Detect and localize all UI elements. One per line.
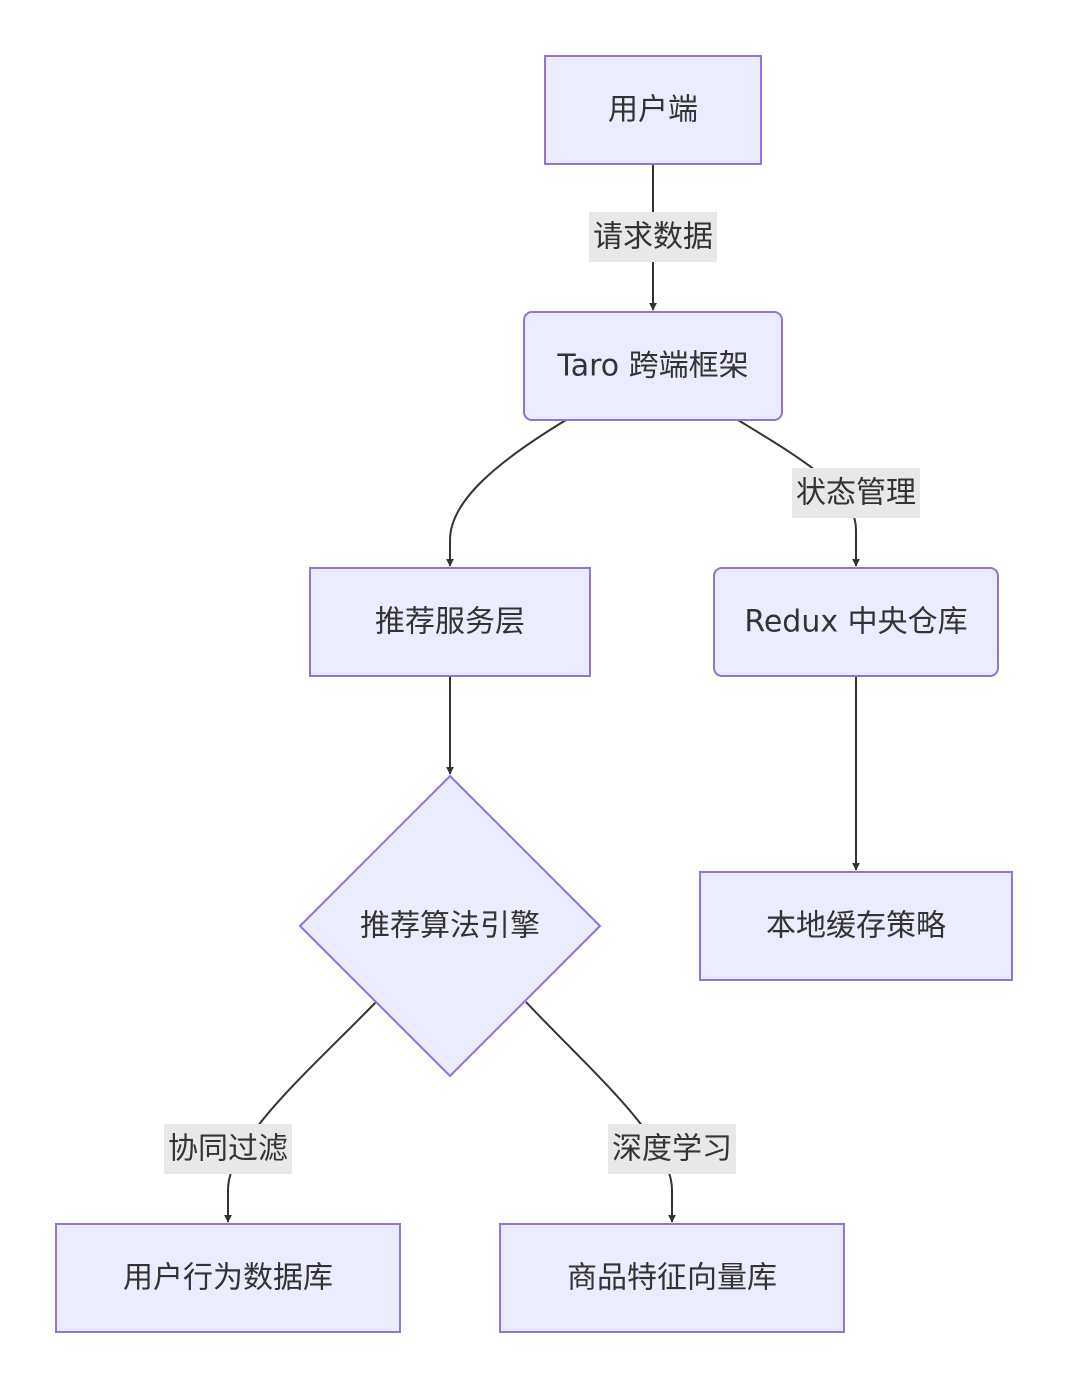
node-redux[interactable]: Redux 中央仓库: [713, 567, 999, 677]
node-taro-label: Taro 跨端框架: [556, 349, 748, 384]
node-recommend-service[interactable]: 推荐服务层: [309, 567, 591, 677]
edge-engine-to-user-behavior-db: [224, 1001, 377, 1223]
node-algorithm-engine-label: 推荐算法引擎: [360, 909, 540, 944]
edge-taro-to-recommend-service: [446, 419, 567, 567]
node-client[interactable]: 用户端: [544, 55, 762, 165]
nodes: 用户端 Taro 跨端框架 推荐服务层 Redux 中央仓库 推荐算法引擎 本地…: [55, 55, 1013, 1333]
node-product-vector-db[interactable]: 商品特征向量库: [499, 1223, 845, 1333]
node-local-cache-label: 本地缓存策略: [766, 909, 946, 944]
edge-label-request-data: 请求数据: [589, 212, 717, 262]
edge-engine-to-product-vector-db: [525, 1001, 676, 1223]
edge-label-collaborative-filtering: 协同过滤: [164, 1124, 292, 1174]
edge-label-state-management-text: 状态管理: [796, 476, 916, 511]
edge-label-deep-learning-text: 深度学习: [612, 1132, 732, 1167]
edge-label-deep-learning: 深度学习: [608, 1124, 736, 1174]
edge-labels: 请求数据 状态管理 协同过滤 深度学习: [164, 212, 920, 1174]
node-client-label: 用户端: [608, 93, 698, 128]
node-user-behavior-db-label: 用户行为数据库: [123, 1261, 333, 1296]
node-product-vector-db-label: 商品特征向量库: [567, 1261, 777, 1296]
node-taro[interactable]: Taro 跨端框架: [523, 311, 783, 421]
node-algorithm-engine[interactable]: 推荐算法引擎: [298, 774, 602, 1078]
node-local-cache[interactable]: 本地缓存策略: [699, 871, 1013, 981]
edge-label-state-management: 状态管理: [792, 468, 920, 518]
node-user-behavior-db[interactable]: 用户行为数据库: [55, 1223, 401, 1333]
node-recommend-service-label: 推荐服务层: [375, 605, 525, 640]
edge-label-request-data-text: 请求数据: [593, 220, 713, 255]
edge-label-collaborative-filtering-text: 协同过滤: [168, 1132, 288, 1167]
node-redux-label: Redux 中央仓库: [744, 605, 967, 640]
